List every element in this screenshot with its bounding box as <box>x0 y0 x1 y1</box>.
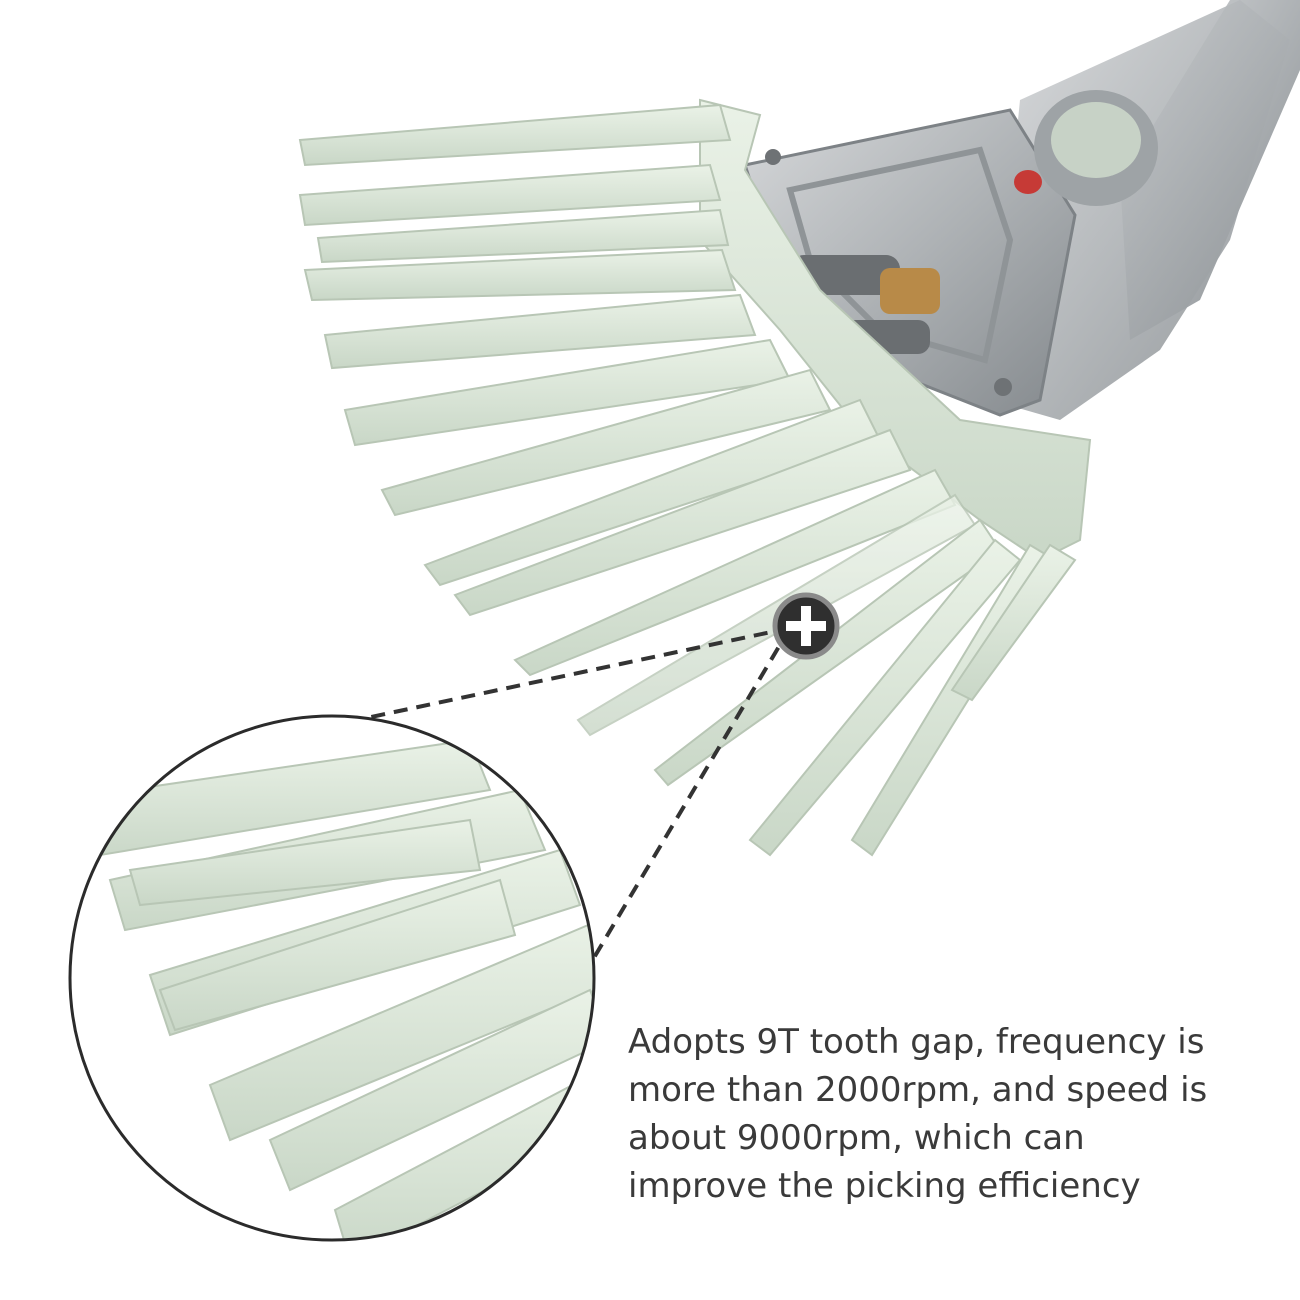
callout-lines <box>224 626 792 1000</box>
zoom-detail <box>68 714 596 1242</box>
caption-line-3: about 9000rpm, which can <box>628 1118 1085 1158</box>
caption-line-2: more than 2000rpm, and speed is <box>628 1070 1208 1110</box>
caption-line-1: Adopts 9T tooth gap, frequency is <box>628 1022 1205 1062</box>
caption: Adopts 9T tooth gap, frequency is more t… <box>628 1018 1268 1210</box>
plus-circle-icon <box>772 592 840 660</box>
cap-bolt <box>1014 90 1158 206</box>
caption-line-4: improve the picking efficiency <box>628 1166 1141 1206</box>
